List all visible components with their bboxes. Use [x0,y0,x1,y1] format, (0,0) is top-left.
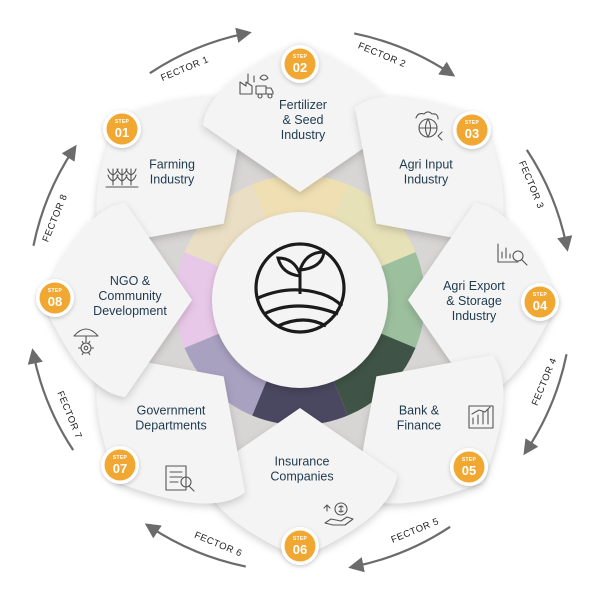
step-word: STEP [533,292,548,298]
fector-5: FECTOR 5 [348,516,451,573]
step-label-line: Companies [270,470,333,484]
fector-label: FECTOR 7 [54,390,84,441]
step-number: 07 [113,461,127,476]
fector-7: FECTOR 7 [27,348,84,451]
step-label-line: Industry [150,173,195,187]
step-number: 05 [462,463,476,478]
step-label-line: Farming [149,158,195,172]
fector-6: FECTOR 6 [144,523,246,568]
step-word: STEP [48,288,63,294]
fector-arrow [27,348,75,451]
factory-truck-icon [239,73,274,99]
plant-sprout-field-icon [254,242,346,334]
step-label-line: Fertilizer [279,98,327,112]
step-label-line: & Storage [446,294,502,308]
step-number: 02 [293,60,307,75]
fector-arrow [32,144,77,246]
fector-3: FECTOR 3 [516,149,573,252]
fector-8: FECTOR 8 [32,144,77,246]
fector-label: FECTOR 8 [41,193,71,244]
step-word: STEP [293,54,308,60]
step-word: STEP [113,455,128,461]
ring-segment [184,330,270,416]
step-word: STEP [115,119,130,125]
step-number: 04 [533,298,548,313]
fector-1: FECTOR 1 [149,27,252,84]
fector-label: FECTOR 3 [516,159,546,210]
step-word: STEP [293,536,308,542]
fector-4: FECTOR 4 [523,354,568,456]
step-label-line: NGO & [110,274,151,288]
center-circle [212,212,388,388]
fector-arrow [525,149,573,252]
step-number: 08 [48,294,62,309]
fector-label: FECTOR 1 [159,54,210,84]
ring-segment [175,252,227,348]
crops-field-icon [105,168,139,188]
step-label-line: Development [93,304,167,318]
ring-segment [252,175,348,227]
step-label-line: Bank & [399,404,440,418]
step-word: STEP [462,457,477,463]
step-label-line: Departments [135,419,207,433]
step-label-line: Finance [397,419,442,433]
step-label-line: Insurance [275,455,330,469]
step-number: 03 [465,126,479,141]
ring-segment [330,330,416,416]
step-number: 01 [115,125,129,140]
step-label-line: Industry [404,173,449,187]
fector-label: FECTOR 2 [356,41,407,71]
ring-segment [330,184,416,270]
umbrella-gear-icon [73,328,99,356]
fector-2: FECTOR 2 [354,32,456,77]
global-agri-input-icon [415,111,443,141]
fector-label: FECTOR 4 [530,356,560,407]
step-word: STEP [465,120,480,126]
fector-label: FECTOR 5 [390,516,441,546]
step-label-line: Government [137,404,206,418]
step-number: 06 [293,542,307,557]
fector-arrow [354,32,456,77]
card-shape [203,42,397,192]
chart-magnifier-icon [497,243,528,266]
step-label-line: Agri Input [399,158,453,172]
step-label-line: Community [98,289,162,303]
ring-segment [252,373,348,425]
step-label-line: & Seed [282,113,323,127]
fector-arrow [523,354,568,456]
card-shape [203,408,397,558]
fector-arrow [348,525,451,573]
fector-arrow [149,27,252,75]
fector-label: FECTOR 6 [193,530,244,560]
step-label-line: Agri Export [443,279,505,293]
ring-segment [373,252,425,348]
step-label-line: Industry [281,128,326,142]
government-document-icon [165,465,195,492]
fector-arrow [144,523,246,568]
hand-money-icon [323,502,354,526]
ring-segment [184,184,270,270]
step-label-line: Industry [452,309,497,323]
money-growth-chart-icon [468,405,494,429]
